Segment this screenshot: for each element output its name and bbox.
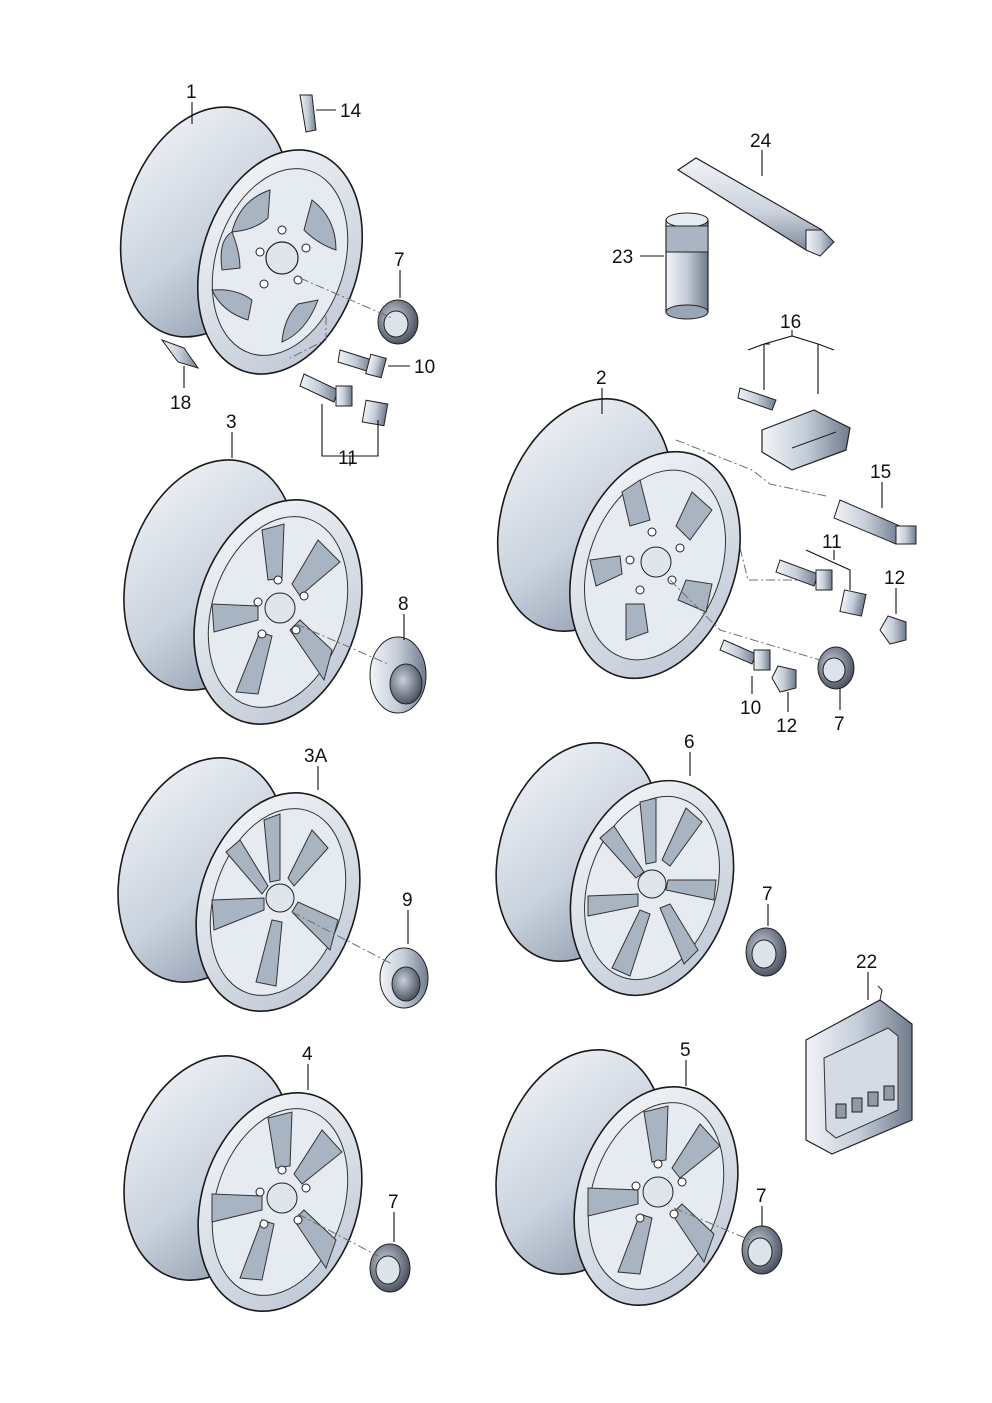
callout-3: 3 (226, 412, 237, 433)
leader-lines (183, 102, 897, 1242)
callout-7: 7 (834, 714, 845, 735)
callout-3A: 3A (304, 746, 328, 767)
callout-labels: 1 14 7 10 18 11 24 23 16 2 15 11 12 10 1… (170, 82, 905, 1213)
callout-12: 12 (776, 716, 797, 737)
hub-cap-9 (379, 947, 429, 1009)
wheel-3A (117, 757, 361, 1013)
wheel-4 (123, 1055, 363, 1313)
dash-line (673, 1207, 751, 1241)
center-cap-7a (377, 299, 419, 345)
wheel-5 (495, 1049, 739, 1307)
paste-tube-24 (676, 157, 835, 257)
callout-10: 10 (414, 357, 435, 378)
valve-stem-14 (299, 94, 317, 133)
callout-1: 1 (186, 82, 197, 103)
callout-16: 16 (780, 312, 801, 333)
callout-8: 8 (398, 594, 409, 615)
callout-23: 23 (612, 247, 633, 268)
callout-2: 2 (596, 368, 607, 389)
hub-cap-8 (369, 636, 427, 714)
callout-11: 11 (822, 532, 842, 553)
dash-line (297, 1213, 379, 1257)
center-cap-7e (741, 1225, 783, 1275)
callout-9: 9 (402, 890, 413, 911)
tpms-sensor-16 (737, 387, 851, 471)
dash-line (289, 277, 393, 359)
center-cap-7d (369, 1243, 411, 1293)
dash-line (675, 439, 827, 581)
wheel-bolt-10a (337, 349, 387, 379)
wheel-2 (496, 398, 741, 680)
dash-line (669, 579, 821, 661)
wheel-3 (123, 459, 363, 725)
callout-6: 6 (684, 732, 695, 753)
callout-7: 7 (394, 250, 405, 271)
callout-10: 10 (740, 698, 761, 719)
bolt-set-package-22 (805, 985, 913, 1155)
callout-7: 7 (756, 1186, 767, 1207)
wheel-2-hardware (719, 559, 907, 693)
valve-15 (833, 499, 917, 545)
wheel-1 (119, 106, 364, 375)
callout-15: 15 (870, 462, 891, 483)
callout-18: 18 (170, 393, 191, 414)
callout-7: 7 (388, 1192, 399, 1213)
spray-can-23 (665, 212, 709, 320)
wheel-6 (495, 741, 735, 997)
callout-12: 12 (884, 568, 905, 589)
callout-22: 22 (856, 952, 877, 973)
callout-4: 4 (302, 1044, 313, 1065)
callout-5: 5 (680, 1040, 691, 1061)
callout-24: 24 (750, 131, 772, 152)
center-cap-7c (745, 927, 787, 977)
callout-14: 14 (340, 101, 362, 122)
dash-line (291, 911, 393, 965)
callout-7: 7 (762, 884, 773, 905)
lock-bolt-set-11a (299, 373, 389, 427)
callout-11: 11 (338, 448, 358, 469)
balance-weight-18 (160, 338, 200, 369)
